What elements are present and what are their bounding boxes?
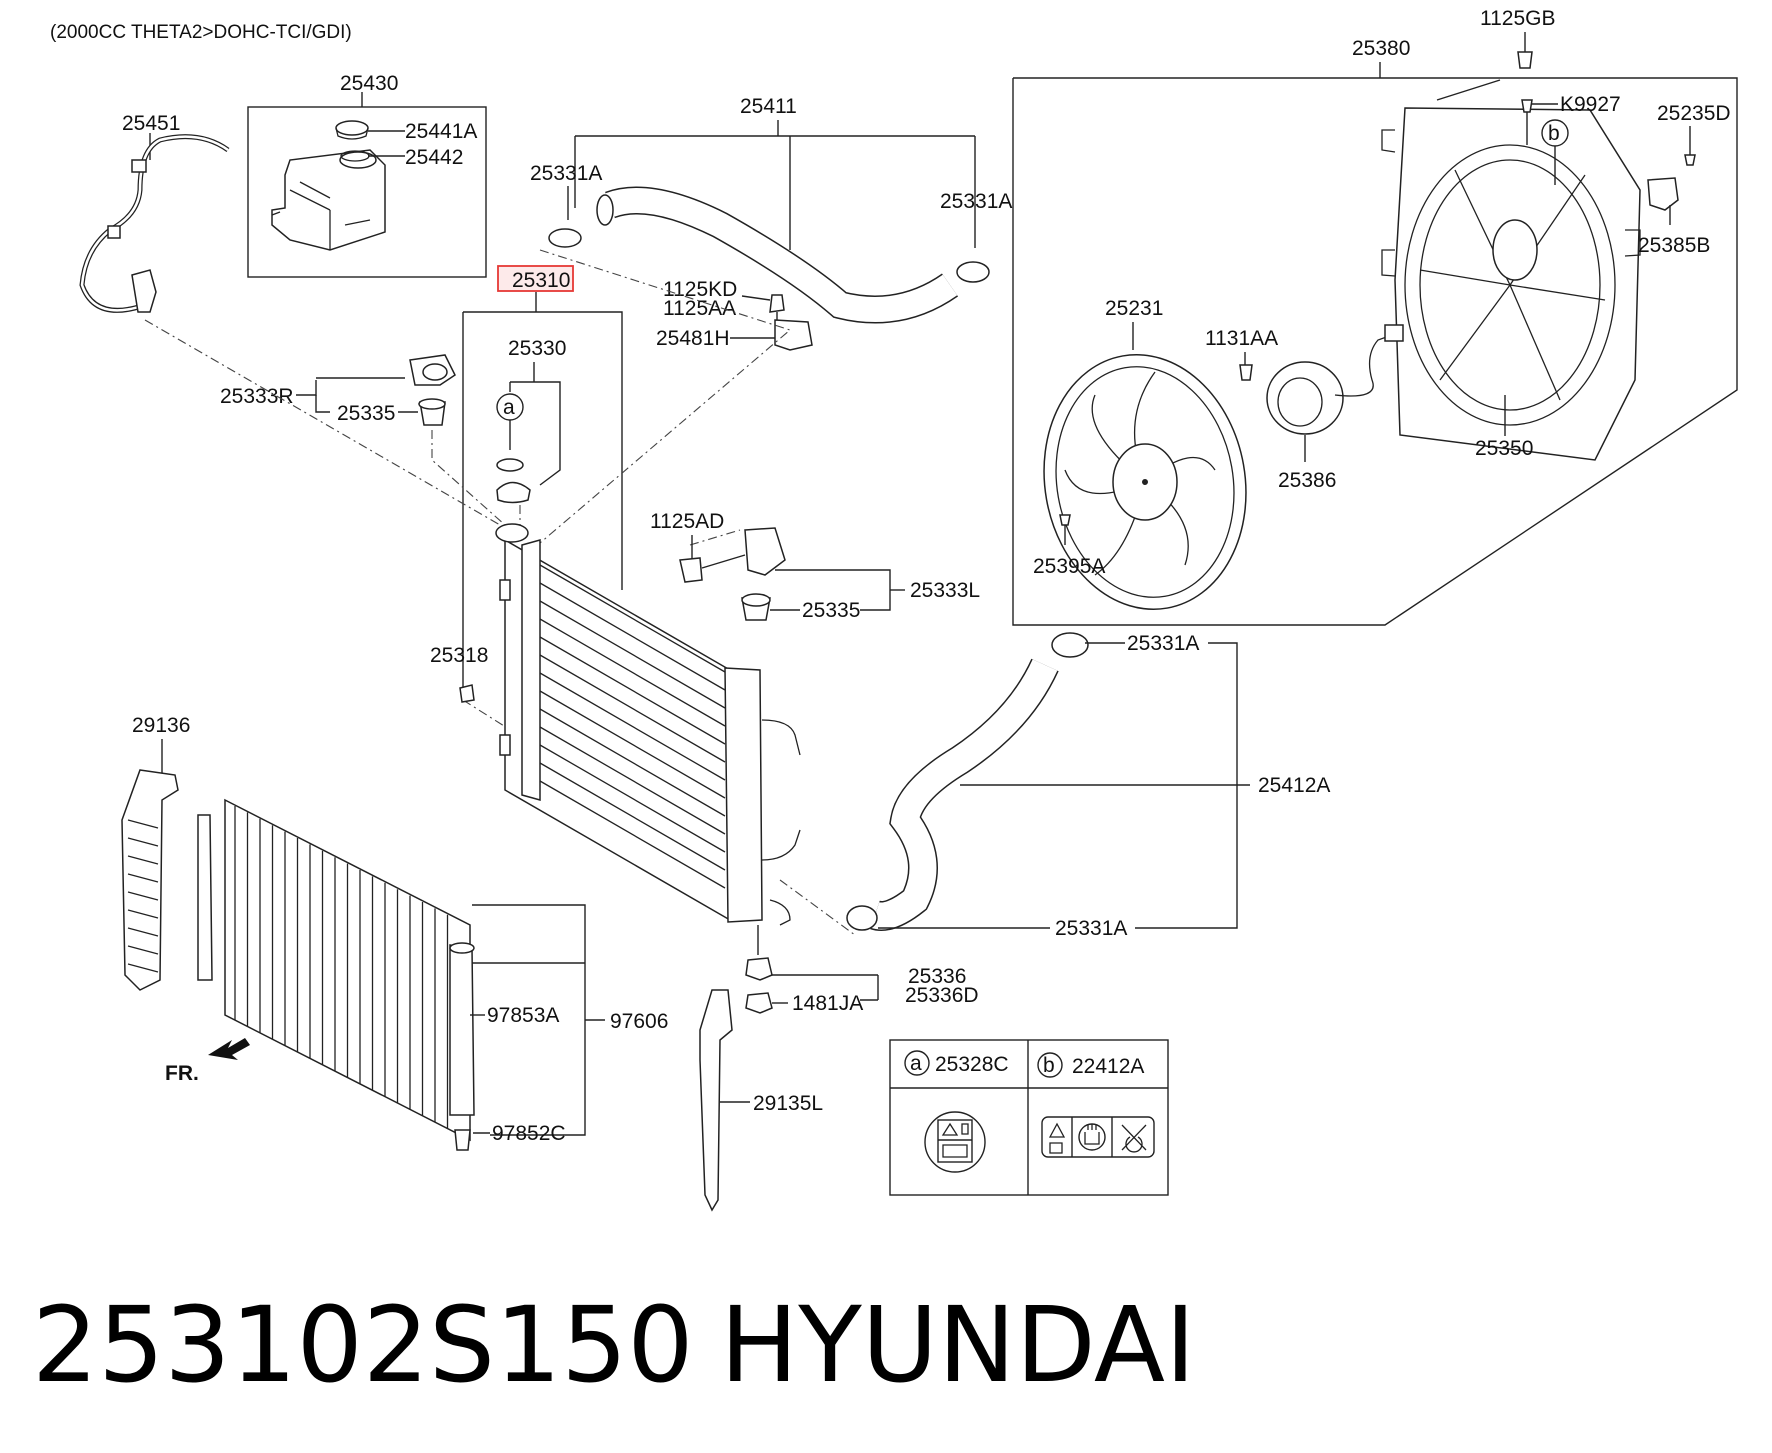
label-25350[interactable]: 25350 [1475, 437, 1533, 460]
label-25481H[interactable]: 25481H [656, 327, 730, 350]
fan-warning-label-icon [1041, 1116, 1155, 1158]
label-25336[interactable]: 25336 [908, 965, 966, 988]
drain-group: 25336 25336D 1481JA [745, 925, 979, 1015]
mount-right-group: 1125AD 25333L 25335 [650, 510, 980, 622]
nut-K9927 [1521, 99, 1533, 113]
upper-hose-group: 25411 25331A 25331A [530, 95, 1012, 324]
label-25235D[interactable]: 25235D [1657, 102, 1731, 125]
label-25335-right[interactable]: 25335 [802, 599, 860, 622]
engine-spec-header: (2000CC THETA2>DOHC-TCI/GDI) [50, 22, 352, 43]
bracket-25310 [463, 311, 623, 590]
cap-warning-label-icon [924, 1111, 986, 1173]
bolt-1125KD [769, 294, 785, 313]
label-25411[interactable]: 25411 [740, 95, 797, 118]
label-25335-left[interactable]: 25335 [337, 402, 395, 425]
fan-shroud-assembly: 1125GB 25380 25350 K9927 b 25235D [1012, 7, 1738, 626]
legend-b-part[interactable]: 22412A [1072, 1055, 1144, 1078]
label-25430[interactable]: 25430 [340, 72, 398, 95]
legend-b-letter: b [1043, 1054, 1055, 1077]
legend-table: a 25328C b 22412A [889, 1039, 1169, 1196]
air-guard-29136: 29136 [121, 714, 190, 991]
label-1481JA[interactable]: 1481JA [792, 992, 863, 1015]
label-25310[interactable]: 25310 [512, 269, 570, 292]
reservoir-assembly: 25430 25441A 25442 [247, 72, 487, 278]
fan-motor [1266, 361, 1344, 435]
highlight-25310 [497, 265, 574, 292]
front-arrow-icon [208, 1038, 250, 1060]
label-25380[interactable]: 25380 [1352, 37, 1410, 60]
filler-neck [495, 523, 529, 543]
radiator-core [495, 523, 801, 926]
screw-25395A [1059, 514, 1071, 526]
label-25441A[interactable]: 25441A [405, 120, 477, 143]
footer-part-number: 253102S150 [32, 1284, 694, 1406]
drain-plug-25336 [745, 957, 773, 981]
label-97606[interactable]: 97606 [610, 1010, 668, 1033]
overflow-hose: 25451 [79, 112, 230, 313]
front-direction: FR. [165, 1038, 250, 1085]
label-1125AD[interactable]: 1125AD [650, 510, 724, 533]
label-fr[interactable]: FR. [165, 1062, 199, 1085]
bolt-1125GB [1517, 51, 1533, 69]
label-1131AA[interactable]: 1131AA [1205, 327, 1278, 350]
label-97853A[interactable]: 97853A [487, 1004, 559, 1027]
drain-plug-25318: 25318 [430, 644, 488, 703]
label-25331A-mid[interactable]: 25331A [1127, 632, 1199, 655]
label-29136[interactable]: 29136 [132, 714, 190, 737]
radiator-cap [496, 481, 531, 504]
hose-clamp-upper-left [548, 228, 582, 248]
screw-25235D [1684, 154, 1696, 166]
callout-b[interactable]: b [1548, 122, 1560, 145]
hose-clamp-lower-top [1051, 632, 1089, 658]
lower-hose [870, 659, 1058, 930]
label-25412A[interactable]: 25412A [1258, 774, 1330, 797]
label-1125AA[interactable]: 1125AA [663, 297, 736, 320]
hose-clamp-upper-right [956, 261, 990, 283]
label-25386[interactable]: 25386 [1278, 469, 1336, 492]
label-25451[interactable]: 25451 [122, 112, 180, 135]
label-K9927[interactable]: K9927 [1560, 93, 1621, 116]
drain-plug-1481JA [745, 992, 773, 1014]
hose-clamp-lower-bottom [846, 905, 878, 931]
label-25331A-left[interactable]: 25331A [530, 162, 602, 185]
bracket-group: 1125KD 1125AA 25481H [656, 278, 813, 351]
label-25331A-right[interactable]: 25331A [940, 190, 1012, 213]
label-25318[interactable]: 25318 [430, 644, 488, 667]
callout-a[interactable]: a [503, 396, 515, 419]
label-25442[interactable]: 25442 [405, 146, 463, 169]
screw-1131AA [1239, 364, 1253, 381]
reservoir-box [247, 106, 487, 278]
lower-hose-group: 25331A 25412A 25331A [846, 632, 1330, 940]
cap-seal [496, 458, 524, 472]
legend-a-part[interactable]: 25328C [935, 1053, 1009, 1076]
mount-left-group: 25333R 25335 [220, 354, 456, 426]
label-25385B[interactable]: 25385B [1638, 234, 1710, 257]
label-25395A[interactable]: 25395A [1033, 555, 1105, 578]
legend-a-letter: a [910, 1052, 922, 1075]
label-25231[interactable]: 25231 [1105, 297, 1163, 320]
bracket-25481H [774, 319, 813, 351]
radiator-callout: 25310 25330 a [462, 265, 623, 700]
bolt-1125AD [679, 557, 703, 583]
label-25331A-low[interactable]: 25331A [1055, 917, 1127, 940]
resistor-25385B [1647, 177, 1679, 211]
dryer-cap [454, 1129, 471, 1151]
label-25333L[interactable]: 25333L [910, 579, 980, 602]
fan-shroud [1394, 107, 1641, 461]
label-25333R[interactable]: 25333R [220, 385, 294, 408]
upper-hose [605, 188, 958, 322]
insulator-25333L [744, 527, 786, 576]
label-25336D[interactable]: 25336D [905, 984, 979, 1007]
label-1125KD[interactable]: 1125KD [663, 278, 737, 301]
fan-assembly-box [1012, 77, 1738, 626]
air-guard-29135L: 29135L [699, 989, 823, 1212]
condenser-assembly: 97853A 97606 97852C [197, 798, 668, 1151]
label-1125GB[interactable]: 1125GB [1480, 7, 1556, 30]
label-25330[interactable]: 25330 [508, 337, 566, 360]
label-97852C[interactable]: 97852C [492, 1122, 566, 1145]
label-29135L[interactable]: 29135L [753, 1092, 823, 1115]
reservoir-cap [335, 120, 369, 136]
footer-brand: HYUNDAI [720, 1284, 1196, 1406]
